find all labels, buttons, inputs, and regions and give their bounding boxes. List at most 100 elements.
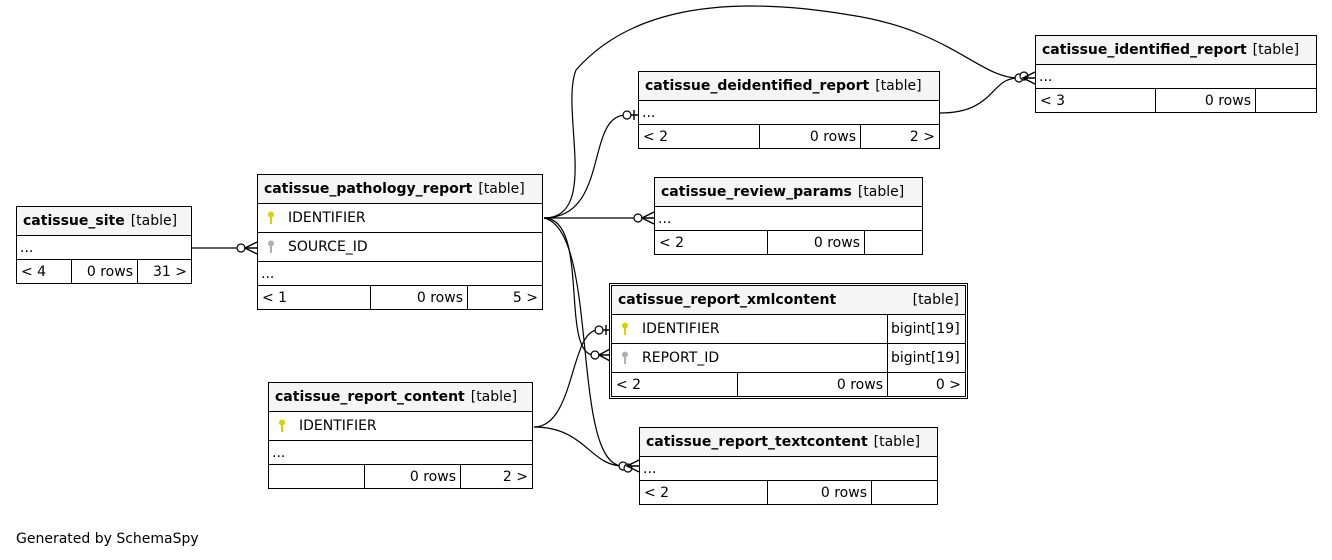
table-kind: [table]	[470, 389, 518, 405]
row-count: 0 rows	[72, 260, 138, 283]
table-catissue-review-params[interactable]: catissue_review_params [table] ... < 2 0…	[654, 177, 923, 255]
parents-count[interactable]: < 1	[258, 286, 371, 309]
column-name: SOURCE_ID	[288, 239, 368, 255]
table-footer: < 2 0 rows 0 >	[612, 373, 965, 396]
table-kind: [table]	[912, 292, 959, 308]
table-name: catissue_site	[23, 213, 125, 229]
table-kind: [table]	[857, 184, 905, 200]
more-columns: ...	[17, 236, 191, 260]
row-count: 0 rows	[365, 465, 461, 488]
row-count: 0 rows	[738, 373, 888, 396]
more-columns: ...	[269, 441, 532, 465]
column-name: IDENTIFIER	[288, 210, 366, 226]
children-count[interactable]	[865, 231, 922, 254]
table-catissue-report-textcontent[interactable]: catissue_report_textcontent [table] ... …	[639, 427, 938, 505]
column-name: IDENTIFIER	[299, 418, 377, 434]
end-circle	[594, 325, 604, 335]
table-name: catissue_report_textcontent	[646, 434, 868, 450]
primary-key-icon	[612, 322, 638, 336]
table-kind: [table]	[875, 78, 922, 94]
link-pathology-deidentified	[543, 114, 627, 219]
table-name: catissue_identified_report	[1042, 42, 1247, 58]
table-kind: [table]	[478, 181, 525, 197]
end-circle	[622, 110, 632, 120]
parents-count[interactable]: < 2	[612, 373, 738, 396]
table-footer: 0 rows 2 >	[269, 465, 532, 488]
children-count[interactable]	[1256, 89, 1316, 112]
table-name: catissue_report_content	[275, 389, 465, 405]
parents-count[interactable]: < 2	[639, 125, 760, 148]
children-count[interactable]: 2 >	[502, 468, 528, 485]
parents-count[interactable]: < 4	[17, 260, 72, 283]
column-row: IDENTIFIER	[269, 412, 532, 441]
more-columns: ...	[1036, 65, 1316, 89]
link-pathology-identified	[543, 5, 1019, 219]
table-name: catissue_pathology_report	[264, 181, 473, 197]
row-count: 0 rows	[768, 231, 865, 254]
table-footer: < 2 0 rows	[655, 231, 922, 254]
children-count[interactable]	[872, 481, 937, 504]
table-name: catissue_review_params	[661, 184, 852, 200]
crowfoot	[597, 348, 611, 362]
crowfoot	[625, 459, 640, 473]
column-row: IDENTIFIER bigint[19]	[612, 315, 965, 344]
table-header: catissue_report_textcontent [table]	[640, 428, 937, 457]
table-header: catissue_identified_report [table]	[1036, 36, 1316, 65]
foreign-key-icon	[612, 351, 638, 365]
table-header: catissue_report_content [table]	[269, 383, 532, 412]
link-pathology-text	[543, 217, 624, 467]
table-catissue-report-content[interactable]: catissue_report_content [table] IDENTIFI…	[268, 382, 533, 489]
primary-key-icon	[269, 419, 295, 433]
parents-count[interactable]: < 2	[640, 481, 768, 504]
column-type: bigint[19]	[887, 315, 965, 343]
link-deidentified-identified	[939, 77, 1019, 114]
link-content-xml	[533, 329, 599, 428]
parents-count[interactable]: < 3	[1036, 89, 1156, 112]
more-columns: ...	[655, 207, 922, 231]
table-catissue-deidentified-report[interactable]: catissue_deidentified_report [table] ...…	[638, 71, 940, 149]
column-row: SOURCE_ID	[258, 233, 542, 262]
table-kind: [table]	[130, 213, 178, 229]
table-name: catissue_deidentified_report	[645, 78, 870, 94]
column-row: IDENTIFIER	[258, 204, 542, 233]
column-type: bigint[19]	[887, 344, 965, 372]
table-header: catissue_deidentified_report [table]	[639, 72, 939, 101]
row-count: 0 rows	[760, 125, 861, 148]
crowfoot	[243, 241, 258, 255]
more-columns: ...	[639, 101, 939, 125]
children-count[interactable]: 5 >	[512, 289, 538, 306]
crowfoot	[631, 110, 638, 120]
table-footer: < 2 0 rows	[640, 481, 937, 504]
primary-key-icon	[258, 211, 284, 225]
table-header: catissue_report_xmlcontent [table]	[612, 286, 965, 315]
table-footer: < 1 0 rows 5 >	[258, 286, 542, 309]
table-header: catissue_review_params [table]	[655, 178, 922, 207]
table-header: catissue_site [table]	[17, 207, 191, 236]
foreign-key-icon	[258, 240, 284, 254]
table-footer: < 2 0 rows 2 >	[639, 125, 939, 148]
table-footer: < 4 0 rows 31 >	[17, 260, 191, 283]
table-catissue-site[interactable]: catissue_site [table] ... < 4 0 rows 31 …	[16, 206, 192, 284]
parents-count[interactable]: < 2	[655, 231, 768, 254]
table-name: catissue_report_xmlcontent	[618, 292, 837, 308]
row-count: 0 rows	[1156, 89, 1256, 112]
table-catissue-pathology-report[interactable]: catissue_pathology_report [table] IDENTI…	[257, 174, 543, 310]
parents-count[interactable]	[269, 465, 365, 488]
table-header: catissue_pathology_report [table]	[258, 175, 542, 204]
table-kind: [table]	[873, 434, 921, 450]
table-footer: < 3 0 rows	[1036, 89, 1316, 112]
generated-by-label: Generated by SchemaSpy	[16, 531, 199, 547]
column-name: IDENTIFIER	[642, 321, 720, 337]
crowfoot	[603, 325, 610, 335]
column-name: REPORT_ID	[642, 350, 720, 366]
table-kind: [table]	[1252, 42, 1300, 58]
children-count[interactable]: 2 >	[909, 128, 935, 145]
children-count[interactable]: 31 >	[153, 263, 187, 280]
crowfoot	[1021, 71, 1036, 85]
children-count[interactable]: 0 >	[935, 376, 961, 393]
row-count: 0 rows	[371, 286, 468, 309]
row-count: 0 rows	[768, 481, 872, 504]
table-catissue-report-xmlcontent[interactable]: catissue_report_xmlcontent [table] IDENT…	[609, 283, 968, 399]
table-catissue-identified-report[interactable]: catissue_identified_report [table] ... <…	[1035, 35, 1317, 113]
column-row: REPORT_ID bigint[19]	[612, 344, 965, 373]
